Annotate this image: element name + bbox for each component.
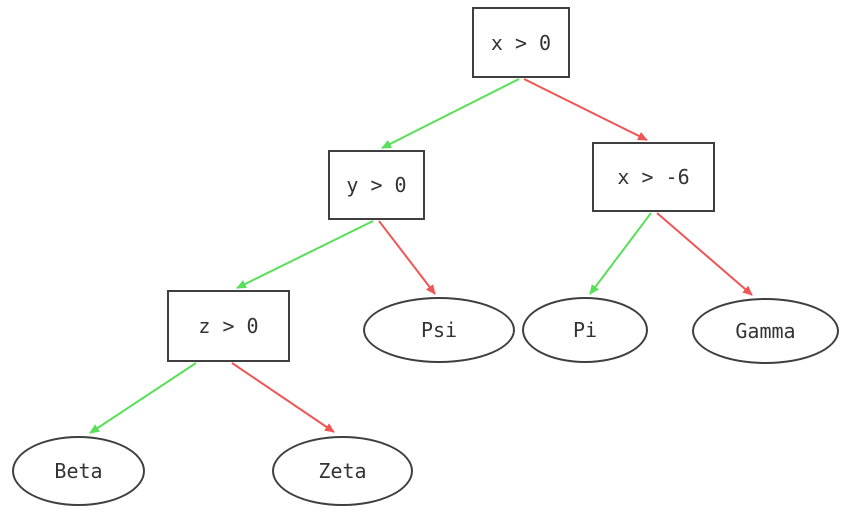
edge-y0-to-z0-true [236, 220, 374, 289]
node-label: x > -6 [617, 165, 690, 189]
node-label: y > 0 [346, 173, 407, 197]
node-label: Pi [572, 318, 598, 342]
edge-z0-to-zeta-false [231, 362, 335, 433]
node-label: Zeta [318, 459, 367, 483]
node-leaf-pi: Pi [522, 297, 648, 363]
edge-x0-to-y0-true [381, 78, 520, 149]
node-condition-z-gt-0: z > 0 [167, 290, 290, 362]
node-leaf-beta: Beta [12, 436, 145, 506]
node-label: x > 0 [490, 30, 552, 55]
edge-z0-to-beta-true [89, 362, 197, 434]
edge-x0-to-xneg6-false [523, 78, 648, 141]
edge-xneg6-to-pi-true [589, 212, 652, 295]
node-label: Gamma [735, 319, 796, 343]
node-condition-x-gt-0: x > 0 [472, 7, 570, 78]
node-leaf-psi: Psi [363, 297, 515, 363]
edge-y0-to-psi-false [378, 220, 436, 295]
node-condition-y-gt-0: y > 0 [328, 150, 425, 220]
node-condition-x-gt-neg6: x > -6 [592, 142, 715, 212]
edge-xneg6-to-gamma-false [656, 212, 753, 296]
node-leaf-zeta: Zeta [272, 436, 413, 506]
node-label: Beta [54, 459, 103, 483]
node-leaf-gamma: Gamma [692, 298, 839, 364]
node-label: z > 0 [198, 314, 259, 338]
node-label: Psi [420, 318, 458, 342]
